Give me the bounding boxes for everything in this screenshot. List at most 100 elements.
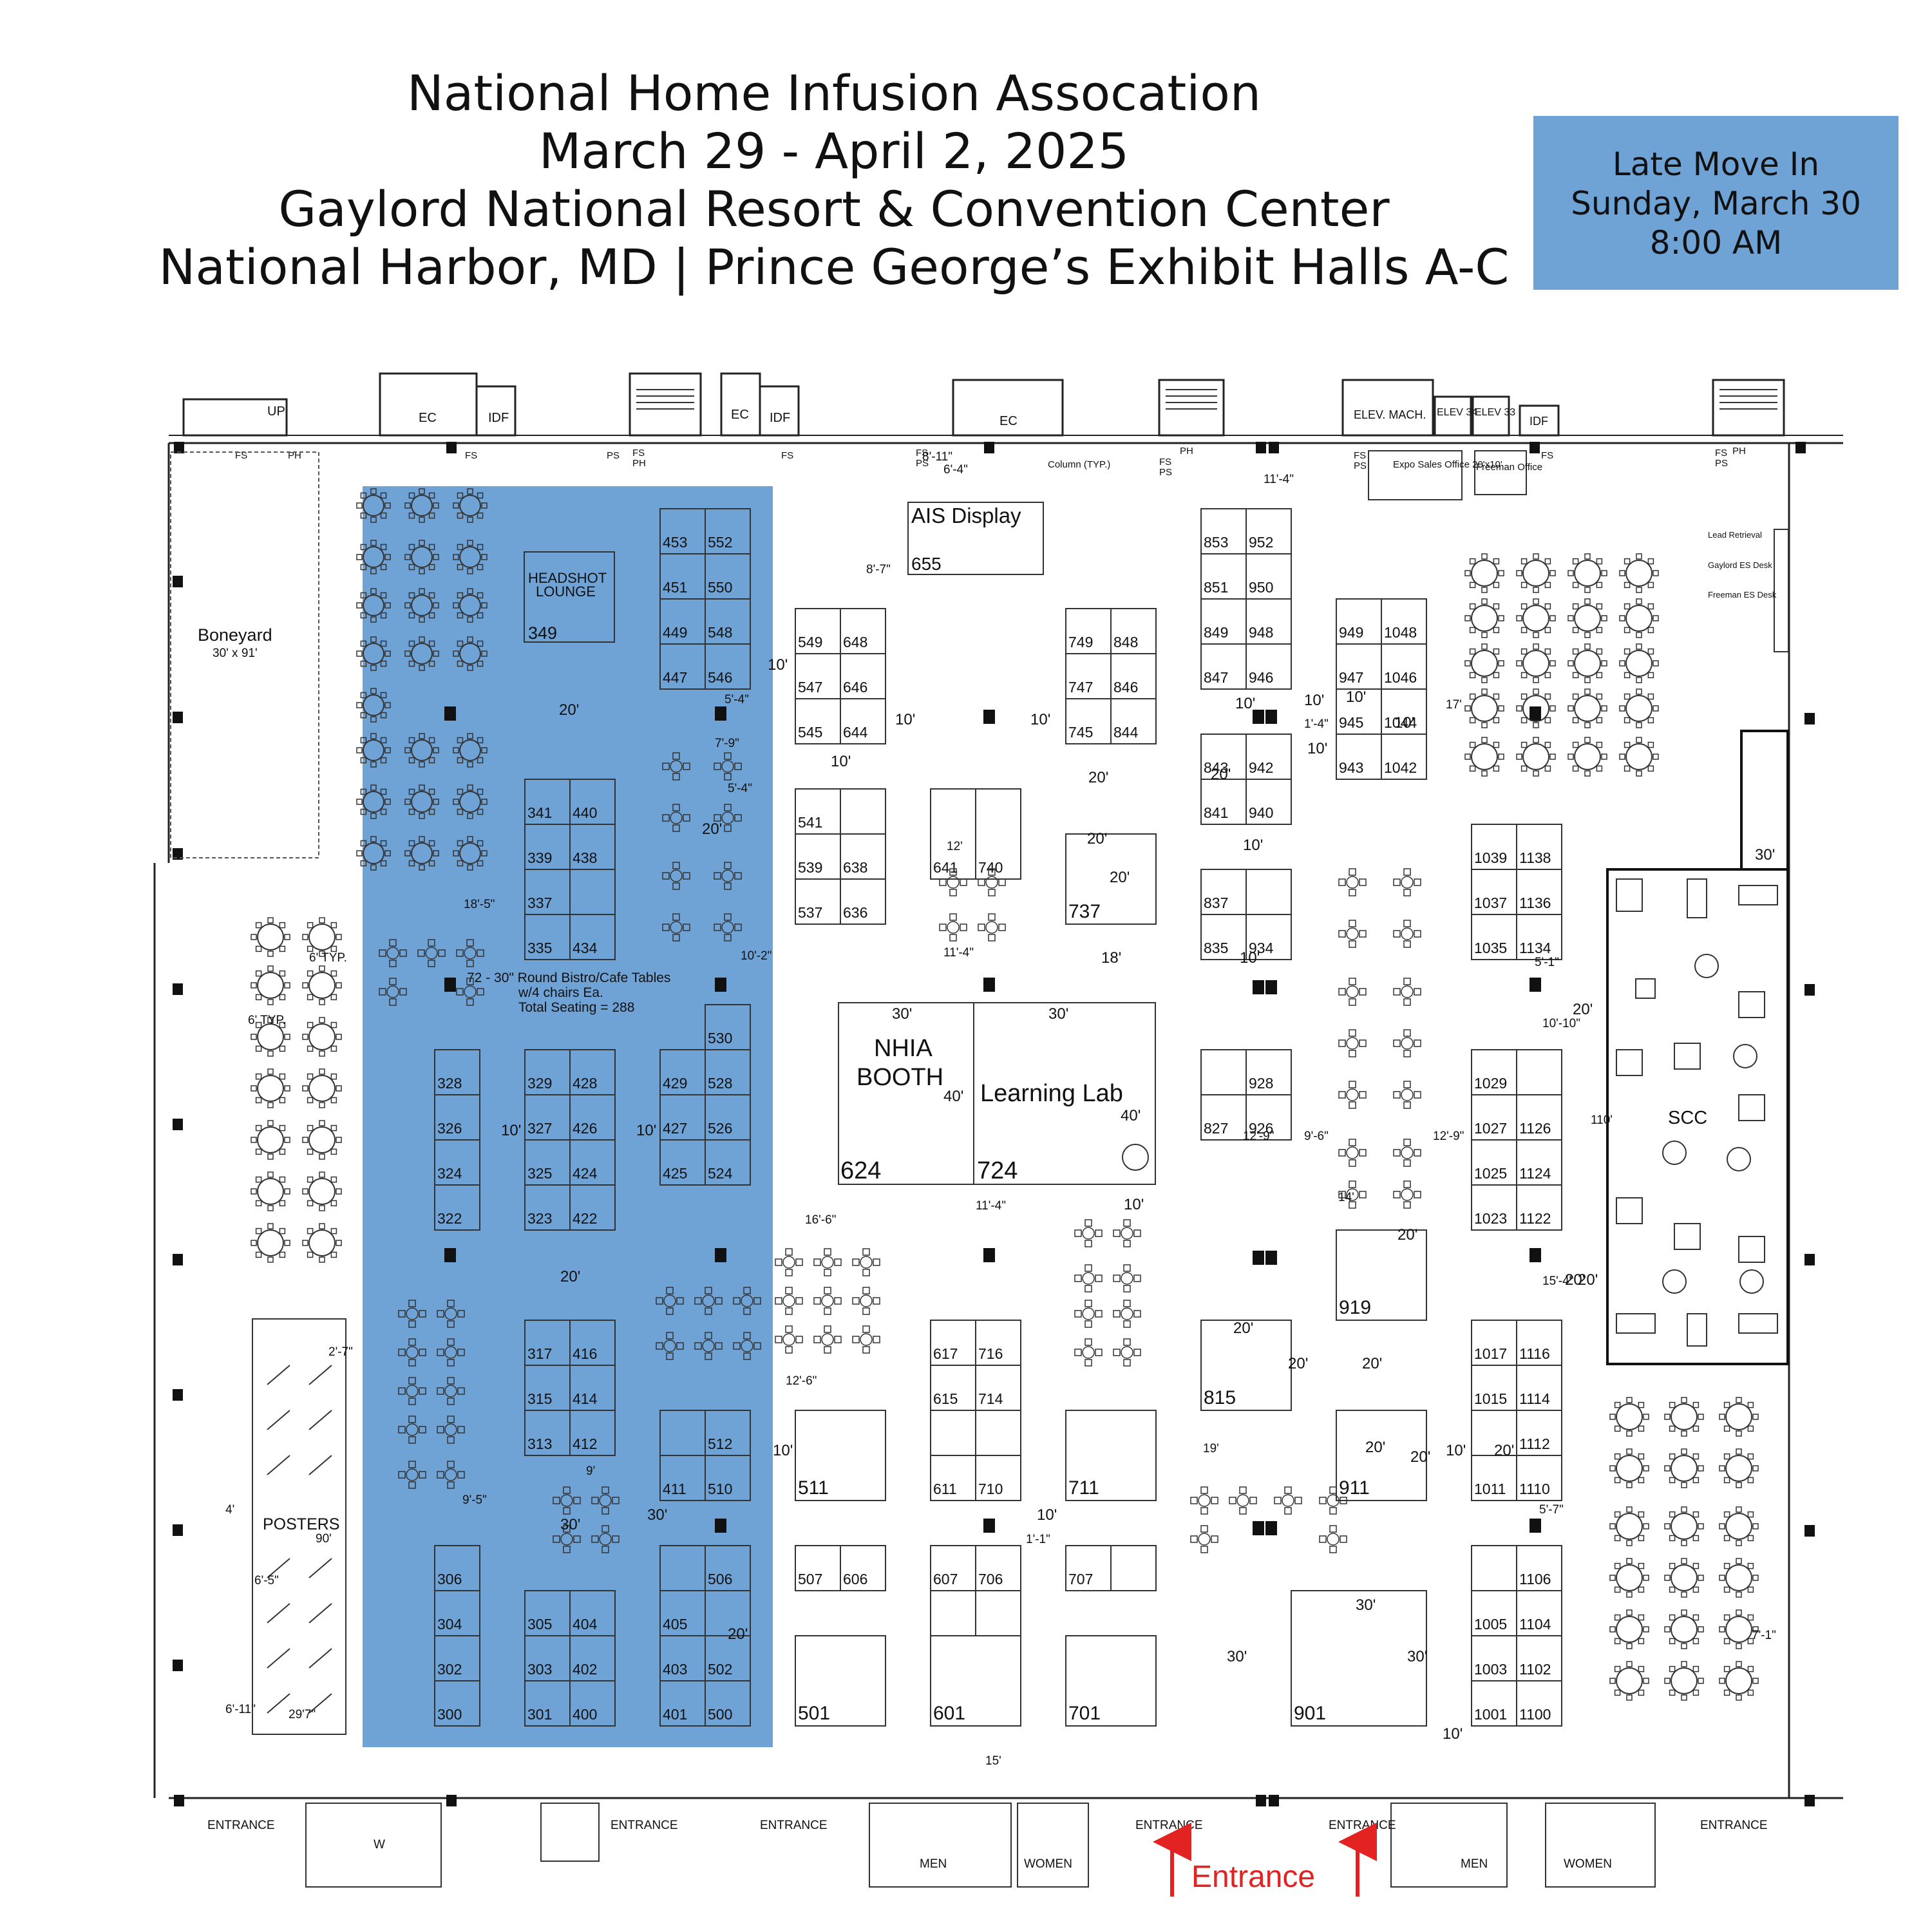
booth-number: 911 xyxy=(1339,1477,1370,1499)
booth-cell[interactable] xyxy=(1471,1545,1517,1591)
booth-cell[interactable] xyxy=(930,1590,976,1636)
booth-300[interactable] xyxy=(434,1680,480,1727)
booth-714[interactable] xyxy=(975,1365,1021,1411)
dimension-label: 20' xyxy=(1233,1320,1253,1337)
bistro-table xyxy=(1393,1180,1421,1209)
booth-cell[interactable] xyxy=(1245,869,1292,915)
booth-layer xyxy=(434,508,1562,1727)
booth-707[interactable] xyxy=(1065,1545,1112,1591)
ais-display-booth[interactable] xyxy=(907,502,1044,575)
booth-422[interactable] xyxy=(569,1184,616,1231)
dimension-label: 4' xyxy=(225,1503,234,1517)
booth-1134[interactable] xyxy=(1516,914,1562,960)
booth-number: 1039 xyxy=(1474,849,1507,866)
booth-706[interactable] xyxy=(975,1545,1021,1591)
booth-710[interactable] xyxy=(975,1455,1021,1501)
booth-434[interactable] xyxy=(569,914,616,960)
booth-number: 706 xyxy=(978,1571,1003,1587)
dimension-label: 10' xyxy=(1243,837,1263,854)
booth-844[interactable] xyxy=(1110,698,1157,744)
booth-511[interactable] xyxy=(795,1410,886,1501)
bistro-table xyxy=(775,1325,803,1354)
booth-546[interactable] xyxy=(705,643,751,690)
booth-1122[interactable] xyxy=(1516,1184,1562,1231)
booth-524[interactable] xyxy=(705,1139,751,1186)
bistro-table xyxy=(1393,1081,1421,1109)
round-table xyxy=(453,733,488,768)
booth-number: 324 xyxy=(437,1165,462,1182)
booth-506[interactable] xyxy=(705,1545,751,1591)
booth-400[interactable] xyxy=(569,1680,616,1727)
booth-737[interactable] xyxy=(1065,833,1157,925)
booth-919[interactable] xyxy=(1336,1229,1427,1321)
booth-911[interactable] xyxy=(1336,1410,1427,1501)
booth-501[interactable] xyxy=(795,1635,886,1727)
round-table xyxy=(1609,1661,1649,1701)
round-table xyxy=(251,917,290,957)
booth-815[interactable] xyxy=(1200,1320,1292,1411)
bistro-table xyxy=(1319,1525,1347,1553)
dimension-label: 11'-4" xyxy=(976,1199,1006,1213)
booth-1042[interactable] xyxy=(1381,734,1427,780)
bistro-table xyxy=(733,1287,761,1315)
booth-cell[interactable] xyxy=(975,1590,1021,1636)
booth-number: 1100 xyxy=(1519,1706,1551,1723)
booth-438[interactable] xyxy=(569,824,616,870)
booth-cell[interactable] xyxy=(840,788,886,835)
booth-number: 451 xyxy=(663,579,687,596)
booth-926[interactable] xyxy=(1245,1094,1292,1141)
shaft-2 xyxy=(1158,379,1225,437)
booth-940[interactable] xyxy=(1245,779,1292,825)
booth-500[interactable] xyxy=(705,1680,751,1727)
booth-1110[interactable] xyxy=(1516,1455,1562,1501)
headshot-lounge-booth[interactable] xyxy=(524,551,615,643)
booth-636[interactable] xyxy=(840,878,886,925)
booth-606[interactable] xyxy=(840,1545,886,1591)
round-table xyxy=(1619,553,1659,593)
booth-701[interactable] xyxy=(1065,1635,1157,1727)
booth-number: 524 xyxy=(708,1165,733,1182)
dimension-label: 10'-2" xyxy=(741,949,772,963)
booth-cell[interactable] xyxy=(975,1410,1021,1456)
booth-1100[interactable] xyxy=(1516,1680,1562,1727)
booth-cell[interactable] xyxy=(1516,1049,1562,1095)
women-restroom-label: WOMEN xyxy=(1564,1857,1612,1871)
dimension-label: 9'-6" xyxy=(1304,1130,1329,1143)
service-desks xyxy=(1368,450,1789,652)
learning-lab-booth[interactable] xyxy=(973,1002,1156,1185)
booth-number: 313 xyxy=(527,1435,552,1452)
booth-510[interactable] xyxy=(705,1455,751,1501)
notice-time: 8:00 AM xyxy=(1649,224,1783,261)
entrance-label: ENTRANCE xyxy=(1135,1819,1203,1832)
booth-901[interactable] xyxy=(1291,1590,1427,1727)
booth-cell[interactable] xyxy=(1110,1545,1157,1591)
booth-711[interactable] xyxy=(1065,1410,1157,1501)
booth-740[interactable] xyxy=(975,788,1021,880)
booth-934[interactable] xyxy=(1245,914,1292,960)
dimension-label: 20' xyxy=(1397,1226,1417,1244)
dimension-label: 10' xyxy=(1307,740,1327,757)
booth-cell[interactable] xyxy=(930,1410,976,1456)
dimension-label: 30' xyxy=(1356,1596,1376,1614)
booth-number: 1001 xyxy=(1474,1706,1507,1723)
booth-644[interactable] xyxy=(840,698,886,744)
booth-cell[interactable] xyxy=(1200,1049,1247,1095)
elev-33-label: ELEV 33 xyxy=(1475,407,1515,418)
booth-946[interactable] xyxy=(1245,643,1292,690)
booth-601[interactable] xyxy=(930,1635,1021,1727)
booth-number: 615 xyxy=(933,1390,958,1407)
bistro-table xyxy=(775,1248,803,1276)
dimension-label: 110' xyxy=(1591,1113,1613,1127)
booth-412[interactable] xyxy=(569,1410,616,1456)
booth-322[interactable] xyxy=(434,1184,480,1231)
round-table xyxy=(1719,1397,1759,1437)
booth-number: 847 xyxy=(1204,669,1228,686)
bistro-table xyxy=(1113,1219,1141,1247)
bistro-table xyxy=(456,978,484,1006)
round-table xyxy=(1719,1506,1759,1546)
columns xyxy=(173,442,1815,1806)
idf-room-1 xyxy=(475,385,516,437)
bistro-table xyxy=(813,1248,842,1276)
fs-marker: FS xyxy=(781,450,793,461)
round-table xyxy=(302,1068,342,1108)
